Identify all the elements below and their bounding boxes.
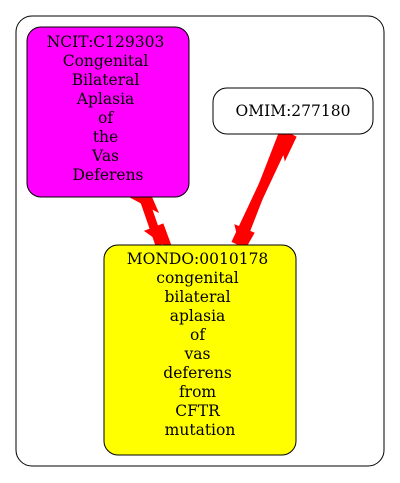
node-omim-box xyxy=(212,87,374,135)
node-omim[interactable]: OMIM:277180 xyxy=(212,87,374,135)
node-ncit-box xyxy=(26,26,190,198)
node-mondo[interactable]: MONDO:0010178 congenital bilateral aplas… xyxy=(103,244,297,456)
node-mondo-box xyxy=(103,244,297,456)
edge-ncit-mondo-arrow-end xyxy=(143,223,175,253)
node-ncit[interactable]: NCIT:C129303 Congenital Bilateral Aplasi… xyxy=(26,26,190,198)
node-omim-label: OMIM:277180 xyxy=(236,102,351,120)
node-ncit-label: NCIT:C129303 Congenital Bilateral Aplasi… xyxy=(47,33,170,184)
node-mondo-label: MONDO:0010178 congenital bilateral aplas… xyxy=(127,250,273,439)
edge-omim-mondo xyxy=(231,126,297,256)
